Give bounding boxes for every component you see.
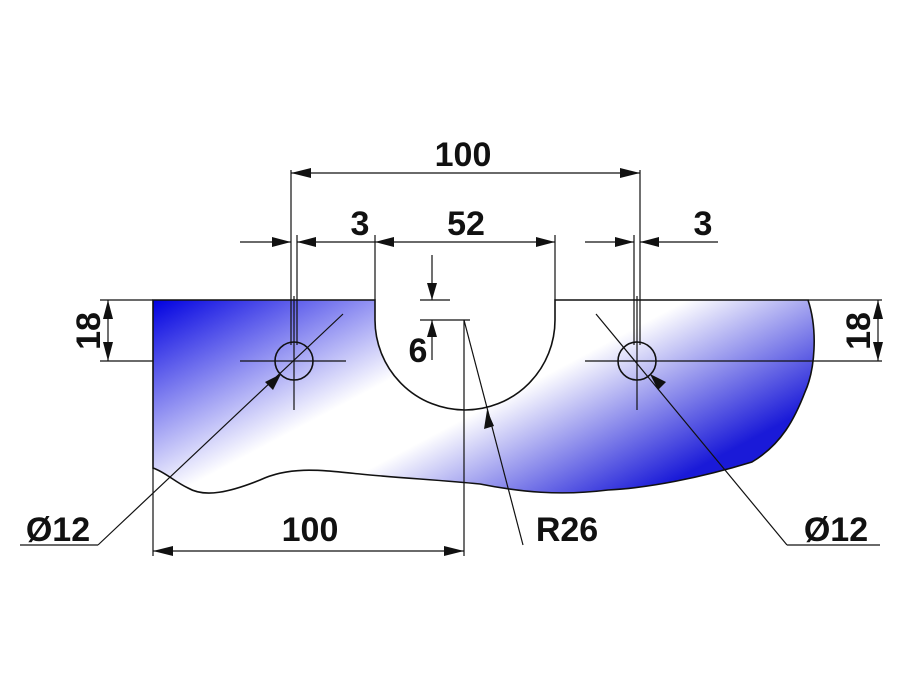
top-span-label: 100 bbox=[435, 136, 492, 174]
left-hole-height-label: 18 bbox=[70, 312, 108, 350]
slot-radius-label: R26 bbox=[536, 511, 598, 549]
left-hole-diameter-label: Ø12 bbox=[26, 511, 90, 549]
right-edge-offset-label: 3 bbox=[694, 205, 713, 243]
right-hole-diameter-label: Ø12 bbox=[804, 511, 868, 549]
slot-width-label: 52 bbox=[447, 205, 485, 243]
extension-lines bbox=[100, 170, 882, 556]
bottom-span-label: 100 bbox=[282, 511, 339, 549]
right-hole-height-label: 18 bbox=[840, 312, 878, 350]
slot-depth-label: 6 bbox=[409, 332, 428, 370]
leader-lines bbox=[20, 313, 880, 546]
arrowheads bbox=[103, 168, 883, 556]
left-edge-offset-label: 3 bbox=[351, 205, 370, 243]
